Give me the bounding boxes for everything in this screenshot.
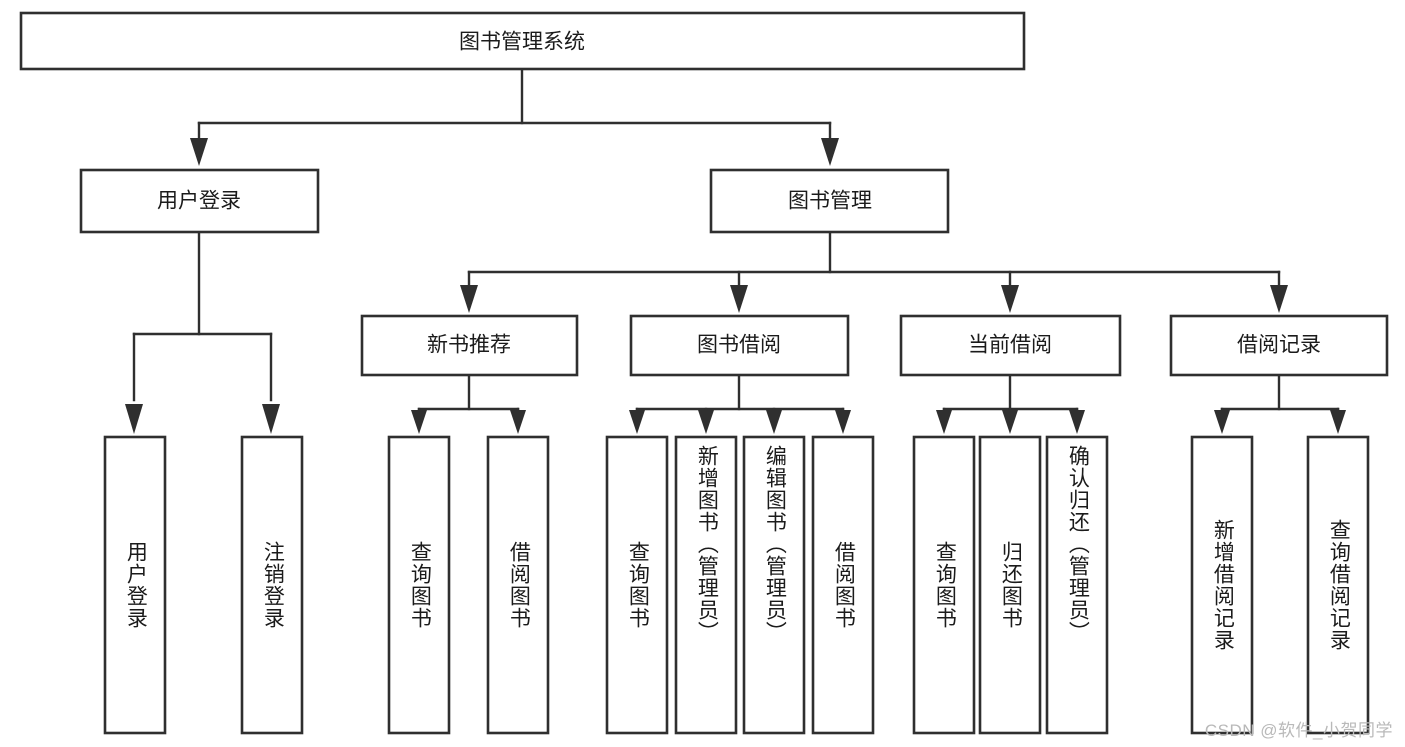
leaf-box-borrow-book-1[interactable] [486,435,550,735]
arrowhead-leaf-edit-book-admin [766,410,782,434]
leaf-box-query-borrow-record[interactable] [1306,435,1370,735]
leaf-box-return-book[interactable] [978,435,1042,735]
arrowhead-leaf-add-book-admin [698,410,714,434]
node-book-borrow-label: 图书借阅 [697,334,781,357]
leaf-box-edit-book-admin[interactable] [742,435,806,735]
arrowhead-borrow-record [1270,285,1288,313]
connector-group-new-book-recommend [411,373,526,434]
arrowhead-leaf-user-login [125,404,143,434]
arrowhead-new-book-recommend [460,285,478,313]
watermark-text: CSDN @软件_小贺同学 [1204,721,1393,740]
node-book-manage-label: 图书管理 [788,190,872,213]
leaf-boxes [103,435,1370,735]
arrowhead-user-login [190,138,208,166]
node-book-borrow-box[interactable] [629,314,850,377]
arrowhead-leaf-return-book [1002,410,1018,434]
node-borrow-record-label: 借阅记录 [1237,334,1321,357]
leaf-box-query-book-3[interactable] [912,435,976,735]
leaf-box-borrow-book-2[interactable] [811,435,875,735]
arrowhead-book-borrow [730,285,748,313]
connector-group-book-manage [460,230,1288,313]
node-current-borrow[interactable]: 当前借阅 [899,314,1122,377]
leaf-box-add-borrow-record[interactable] [1190,435,1254,735]
node-new-book-recommend[interactable]: 新书推荐 [360,314,579,377]
arrowhead-leaf-query-book-2 [629,410,645,434]
arrowhead-leaf-logout-login [262,404,280,434]
arrowhead-leaf-confirm-return-admin [1069,410,1085,434]
arrowhead-leaf-query-borrow-record [1330,410,1346,434]
node-new-book-recommend-label: 新书推荐 [427,334,511,357]
connector-group-borrow-record [1214,373,1346,434]
connector-group-user-login [125,230,280,434]
arrowhead-leaf-borrow-book-2 [835,410,851,434]
leaf-box-query-book-2[interactable] [605,435,669,735]
node-borrow-record[interactable]: 借阅记录 [1169,314,1389,377]
connector-group-book-borrow [629,373,851,434]
node-new-book-recommend-box[interactable] [360,314,579,377]
node-user-login-box[interactable] [79,168,320,234]
arrowhead-current-borrow [1001,285,1019,313]
leaf-box-user-login[interactable] [103,435,167,735]
node-borrow-record-box[interactable] [1169,314,1389,377]
node-book-borrow[interactable]: 图书借阅 [629,314,850,377]
node-root-label: 图书管理系统 [459,31,585,54]
node-current-borrow-box[interactable] [899,314,1122,377]
node-book-manage-box[interactable] [709,168,950,234]
node-book-manage[interactable]: 图书管理 [709,168,950,234]
arrowhead-leaf-add-borrow-record [1214,410,1230,434]
leaf-box-confirm-return-admin[interactable] [1045,435,1109,735]
node-user-login[interactable]: 用户登录 [79,168,320,234]
arrowhead-book-manage [821,138,839,166]
node-root[interactable]: 图书管理系统 [19,11,1026,71]
node-root-box[interactable] [19,11,1026,71]
node-current-borrow-label: 当前借阅 [968,334,1052,357]
leaf-box-query-book-1[interactable] [387,435,451,735]
connector-group-root [190,66,839,166]
leaf-box-add-book-admin[interactable] [674,435,738,735]
node-user-login-label: 用户登录 [157,190,241,213]
arrowhead-leaf-query-book-3 [936,410,952,434]
connector-group-current-borrow [936,373,1085,434]
leaf-box-logout-login[interactable] [240,435,304,735]
arrowhead-leaf-query-book-1 [411,410,427,434]
arrowhead-leaf-borrow-book-1 [510,410,526,434]
